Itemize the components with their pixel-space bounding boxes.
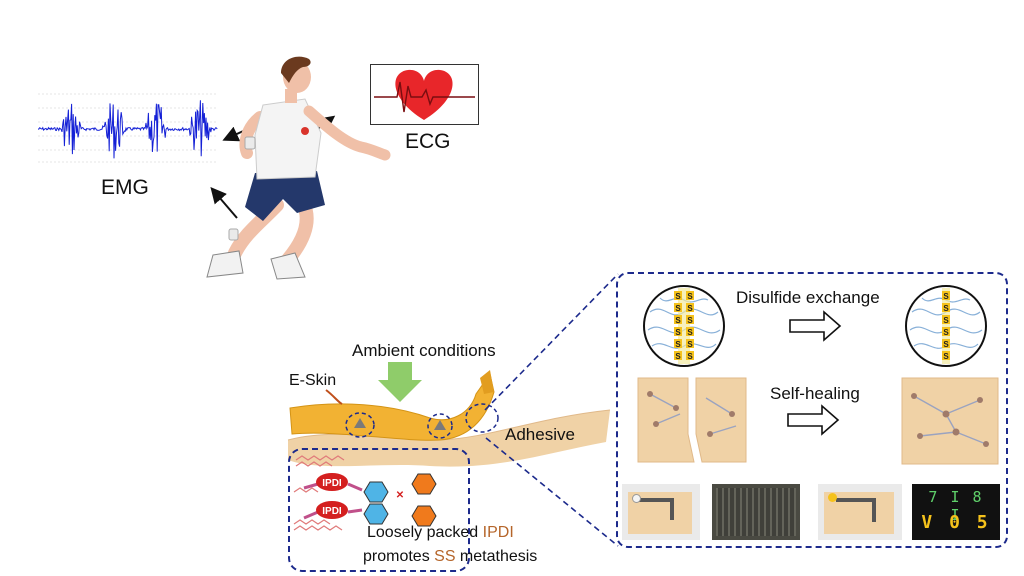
after-sulfur-marker	[942, 315, 950, 324]
before-sulfur-marker	[674, 339, 682, 348]
before-sulfur-marker	[686, 291, 694, 300]
heart-icon	[395, 69, 453, 120]
after-sulfur-label: S	[943, 316, 949, 325]
self-healing-panel	[616, 272, 1008, 548]
before-sulfur-label: S	[687, 352, 693, 361]
self-healing-diagram	[637, 377, 999, 465]
before-sulfur-label: S	[687, 328, 693, 337]
emg-signal-plot	[38, 93, 218, 163]
ipdi-tag-top: IPDI	[322, 478, 342, 489]
inset-caption-line2: promotes SS metathesis	[363, 548, 538, 565]
eskin-label: E-Skin	[289, 372, 337, 389]
before-sulfur-label: S	[675, 316, 681, 325]
after-sulfur-marker	[942, 291, 950, 300]
self-healing-label: Self-healing	[770, 384, 860, 403]
after-sulfur-marker	[942, 339, 950, 348]
runner-figure	[206, 56, 391, 280]
ambient-conditions-label: Ambient conditions	[352, 341, 496, 360]
arrow-to-emg-lower	[210, 186, 238, 219]
before-sulfur-label: S	[675, 352, 681, 361]
before-sulfur-marker	[674, 303, 682, 312]
adhesive-label: Adhesive	[505, 425, 575, 444]
emg-label: EMG	[101, 176, 149, 199]
polymer-network-before	[643, 285, 725, 367]
circuit-healed-photo	[818, 484, 902, 540]
after-sulfur-label: S	[943, 304, 949, 313]
arrow-right-icon	[787, 404, 840, 436]
after-sulfur-marker	[942, 351, 950, 360]
ecg-label: ECG	[405, 130, 451, 153]
before-sulfur-marker	[674, 351, 682, 360]
led-top-row: 7 I 8 I	[928, 488, 984, 524]
before-sulfur-label: S	[687, 340, 693, 349]
disulfide-exchange-label: Disulfide exchange	[736, 288, 880, 307]
inset-caption-line1: Loosely packed IPDI	[367, 524, 514, 541]
before-sulfur-marker	[686, 303, 694, 312]
before-sulfur-label: S	[687, 292, 693, 301]
after-sulfur-marker	[942, 303, 950, 312]
before-sulfur-marker	[674, 291, 682, 300]
eskin-scene	[287, 362, 611, 467]
led-matrix-off-photo	[712, 484, 800, 540]
arrow-right-icon	[789, 310, 842, 342]
before-sulfur-label: S	[687, 316, 693, 325]
before-sulfur-label: S	[687, 304, 693, 313]
before-sulfur-label: S	[675, 340, 681, 349]
before-sulfur-marker	[674, 315, 682, 324]
after-sulfur-marker	[942, 327, 950, 336]
after-sulfur-label: S	[943, 352, 949, 361]
before-sulfur-marker	[686, 327, 694, 336]
before-sulfur-marker	[674, 327, 682, 336]
down-arrow-icon	[378, 362, 422, 402]
after-sulfur-label: S	[943, 340, 949, 349]
metathesis-cross: ✕	[396, 490, 404, 501]
before-sulfur-label: S	[675, 304, 681, 313]
molecular-diagram: IPDI ✕ IPDI	[293, 455, 437, 531]
before-sulfur-marker	[686, 351, 694, 360]
molecular-inset	[288, 448, 470, 572]
healed-block	[901, 377, 999, 465]
cut-block	[637, 377, 747, 463]
before-sulfur-marker	[686, 339, 694, 348]
circuit-cut-photo	[622, 484, 700, 540]
ipdi-tag-bottom: IPDI	[322, 506, 342, 517]
before-sulfur-label: S	[675, 328, 681, 337]
before-sulfur-marker	[686, 315, 694, 324]
after-sulfur-label: S	[943, 292, 949, 301]
led-matrix-on-photo: 7 I 8 I V 0 5	[912, 484, 1000, 540]
before-sulfur-label: S	[675, 292, 681, 301]
ecg-box	[370, 64, 479, 125]
after-sulfur-label: S	[943, 328, 949, 337]
led-bottom-row: V 0 5	[921, 512, 991, 533]
